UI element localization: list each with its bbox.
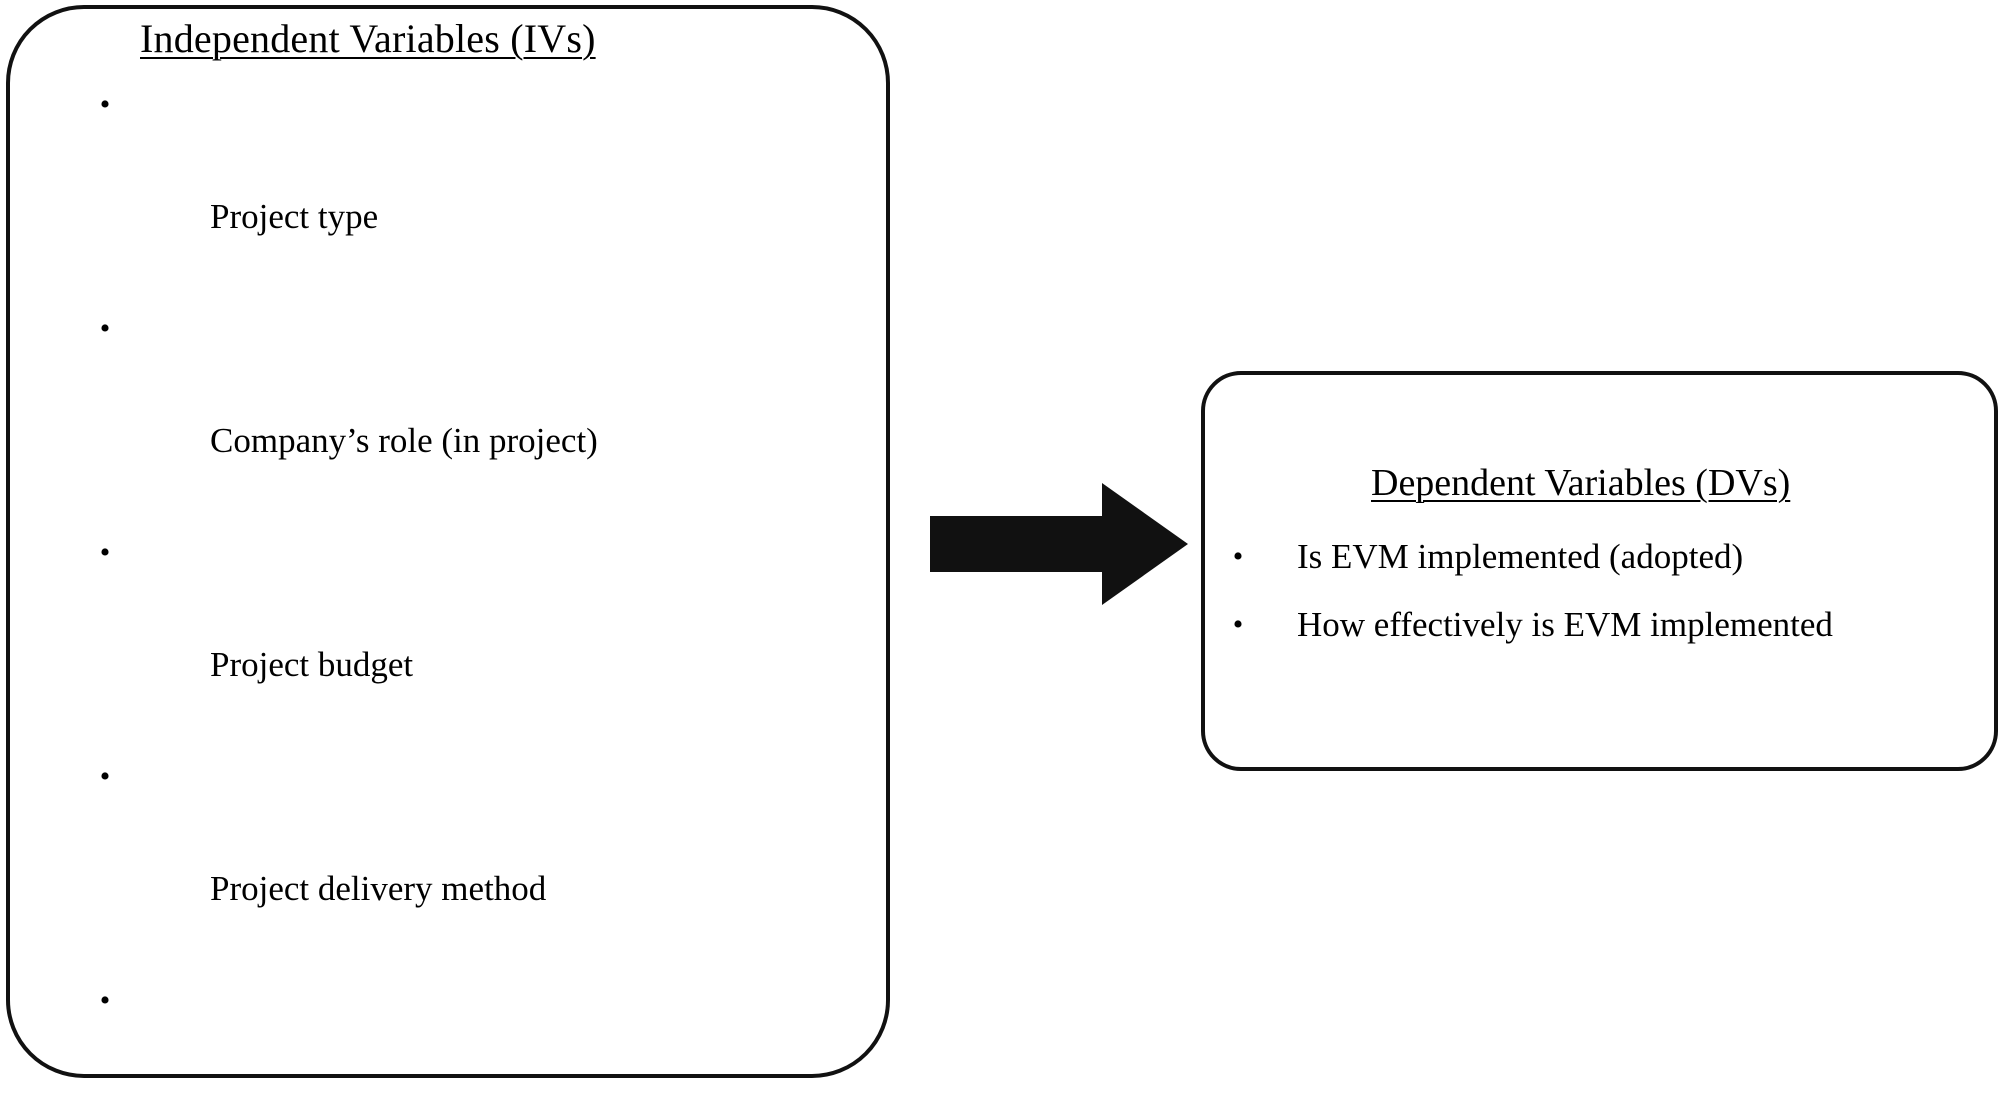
list-item-label: Company’s role (in project) <box>210 421 598 460</box>
independent-variables-list: • Project type • Company’s role (in proj… <box>88 77 868 1095</box>
list-item: • Is EVM implemented (adopted) <box>1221 523 1981 591</box>
list-item-label: Project budget <box>210 645 414 684</box>
list-item-label: Project delivery method <box>210 869 547 908</box>
list-item-label: Project type <box>210 197 379 236</box>
right-arrow-icon <box>930 483 1188 605</box>
list-item: • How effectively is EVM implemented <box>1221 591 1981 659</box>
list-item-label: Type of contract <box>210 1093 439 1095</box>
list-item: • Project type <box>88 77 868 301</box>
bullet-icon: • <box>99 536 111 569</box>
independent-variables-box: Independent Variables (IVs) • Project ty… <box>6 5 890 1095</box>
list-item: • Company’s role (in project) <box>88 301 868 525</box>
list-item: • Project delivery method <box>88 749 868 973</box>
bullet-icon: • <box>1232 540 1244 573</box>
list-item-label: Is EVM implemented (adopted) <box>1297 537 1744 576</box>
bullet-icon: • <box>99 760 111 793</box>
bullet-icon: • <box>99 88 111 121</box>
independent-variables-title: Independent Variables (IVs) <box>140 16 596 61</box>
dependent-variables-list: • Is EVM implemented (adopted) • How eff… <box>1221 523 1981 659</box>
list-item: • Project budget <box>88 525 868 749</box>
bullet-icon: • <box>99 984 111 1017</box>
bullet-icon: • <box>1232 608 1244 641</box>
dependent-variables-title: Dependent Variables (DVs) <box>1371 462 1791 504</box>
list-item: • Type of contract <box>88 973 868 1095</box>
bullet-icon: • <box>99 312 111 345</box>
dependent-variables-box: Dependent Variables (DVs) • Is EVM imple… <box>1201 371 1998 771</box>
list-item-label: How effectively is EVM implemented <box>1297 605 1833 644</box>
